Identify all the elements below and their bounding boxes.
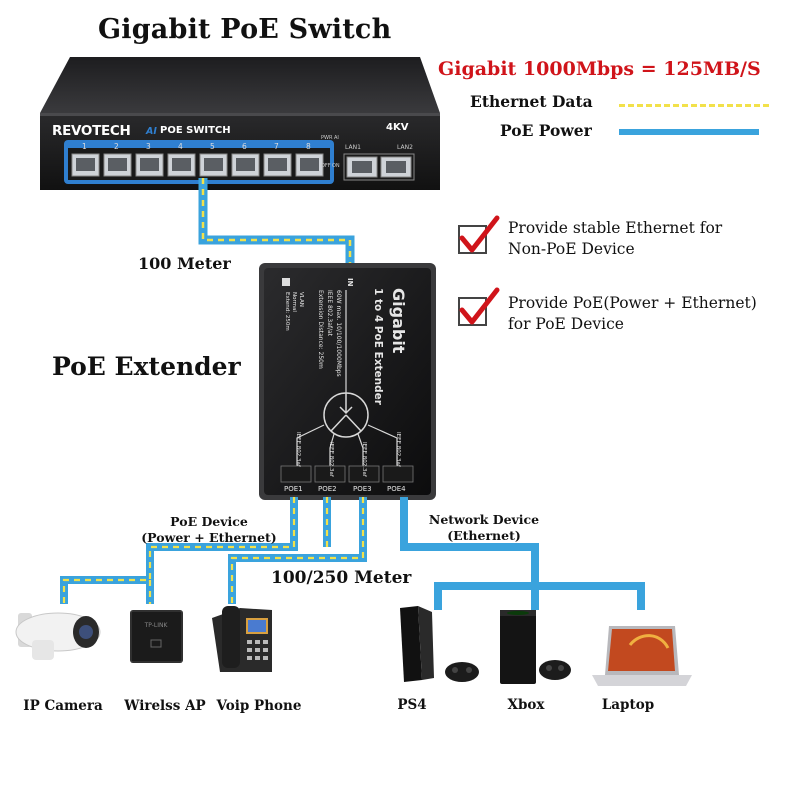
switch-indicator-ai: AI [334, 135, 339, 141]
xbox-icon [500, 610, 571, 684]
switch-lan2-label: LAN2 [397, 144, 413, 151]
switch-port-number: 3 [146, 142, 151, 151]
wireless-ap-icon: TP-LINK [130, 610, 183, 663]
extender-spec2: IEEE 802.3af/at [326, 290, 333, 337]
feature-poe: Provide PoE(Power + Ethernet) for PoE De… [508, 293, 757, 335]
switch-port-number: 1 [82, 142, 87, 151]
switch-model: POE SWITCH [160, 125, 231, 136]
legend-ethernet-line [619, 104, 769, 107]
voip-phone-icon [212, 606, 272, 672]
switch-port-number: 6 [242, 142, 247, 151]
switch-surge-rating: 4KV [386, 122, 409, 133]
diagram-title: Gigabit PoE Switch [98, 14, 392, 45]
switch-port-socket [204, 158, 223, 171]
device-label-voip-phone: Voip Phone [216, 698, 302, 714]
extender-port4-standard: IEEE 802.3af [395, 432, 401, 467]
switch-port-socket [76, 158, 95, 171]
extender-name: Gigabit [389, 288, 408, 354]
poe-extender [259, 263, 436, 500]
distance-top-label: 100 Meter [138, 254, 231, 273]
switch-port-socket [268, 158, 287, 171]
switch-switch-on: ON [332, 163, 340, 169]
extender-spec3: Extension Distance: 250m [317, 290, 324, 369]
net-group-line2: (Ethernet) [447, 528, 521, 543]
laptop-icon [592, 626, 692, 686]
network-device-group-label: Network Device (Ethernet) [424, 512, 544, 544]
extender-subtitle: 1 to 4 PoE Extender [372, 288, 384, 405]
extender-label: PoE Extender [52, 352, 241, 381]
extender-vlan: VLAN [298, 292, 304, 307]
switch-switch-off: OFF [321, 163, 331, 169]
legend-poe-line [619, 129, 759, 135]
extender-port-poe4: POE4 [387, 485, 406, 493]
checkbox-icon [458, 287, 500, 326]
switch-brand: REVOTECH [52, 123, 131, 139]
extender-port2-standard: IEEE 802.3af [328, 442, 334, 477]
ap-brand-text: TP-LINK [144, 622, 169, 629]
feature-poe-line1: Provide PoE(Power + Ethernet) [508, 294, 757, 312]
switch-port-group [71, 153, 412, 178]
switch-lan1-label: LAN1 [345, 144, 361, 151]
feature-ethernet-line2: Non-PoE Device [508, 240, 635, 258]
switch-port-socket [172, 158, 191, 171]
poe-device-group-label: PoE Device (Power + Ethernet) [140, 514, 278, 546]
extender-port1-standard: IEEE 802.3af [295, 432, 301, 467]
extender-port-poe1: POE1 [284, 485, 303, 493]
extender-port-poe3: POE3 [353, 485, 372, 493]
checkbox-icon [458, 215, 500, 254]
legend-ethernet-label: Ethernet Data [470, 92, 593, 111]
device-label-laptop: Laptop [601, 697, 655, 713]
feature-poe-line2: for PoE Device [508, 315, 624, 333]
switch-port-socket [140, 158, 159, 171]
ps4-icon [400, 606, 479, 682]
poe-group-line2: (Power + Ethernet) [141, 530, 277, 545]
extender-port-poe2: POE2 [318, 485, 337, 493]
switch-port-number: 5 [210, 142, 215, 151]
uplink-cable [198, 178, 355, 268]
legend-poe-label: PoE Power [500, 121, 592, 140]
switch-port-number: 4 [178, 142, 183, 151]
extender-port3-standard: IEEE 802.3af [361, 442, 367, 477]
switch-port-socket [108, 158, 127, 171]
device-label-wireless-ap: Wirelss AP [124, 698, 206, 714]
switch-indicator-pwr: PWR [321, 135, 333, 141]
extender-vlan-extend: Extend: 250m [284, 292, 290, 331]
switch-port-number: 7 [274, 142, 279, 151]
switch-port-socket [236, 158, 255, 171]
extender-in-label: IN [346, 278, 354, 287]
extender-vlan-normal: Normal [291, 292, 297, 312]
ip-camera-icon [15, 612, 101, 660]
switch-port-socket [300, 158, 319, 171]
extender-spec1: 60W max. 10/100/1000Mbps [335, 290, 342, 377]
distance-bottom-label: 100/250 Meter [271, 568, 412, 588]
speed-note: Gigabit 1000Mbps = 125MB/S [438, 58, 761, 80]
poe-group-line1: PoE Device [170, 514, 248, 529]
feature-ethernet: Provide stable Ethernet for Non-PoE Devi… [508, 218, 722, 260]
switch-uplink-socket [352, 161, 372, 173]
device-label-ip-camera: IP Camera [23, 698, 103, 714]
switch-ai-label: AI [146, 126, 157, 137]
feature-ethernet-line1: Provide stable Ethernet for [508, 219, 723, 237]
poe-distribution-cables [60, 497, 645, 610]
switch-port-number: 8 [306, 142, 311, 151]
net-group-line1: Network Device [428, 512, 540, 527]
switch-uplink-socket [386, 161, 406, 173]
device-label-xbox: Xbox [507, 697, 545, 713]
switch-port-number: 2 [114, 142, 119, 151]
device-label-ps4: PS4 [397, 697, 427, 713]
